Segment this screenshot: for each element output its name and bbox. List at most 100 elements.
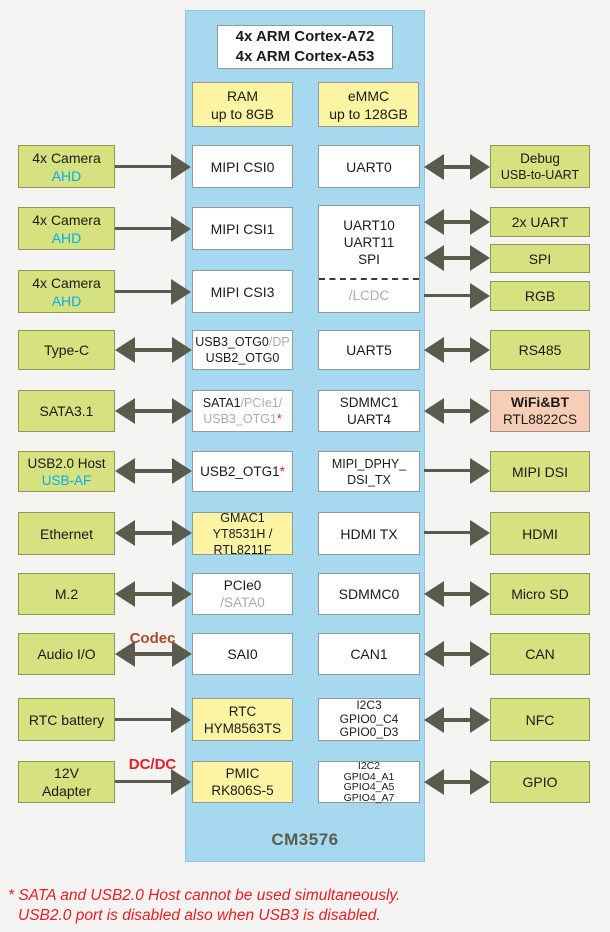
arrow-head-right bbox=[171, 216, 191, 242]
i2c3-label: I2C3 bbox=[356, 698, 382, 713]
arrow-shaft bbox=[440, 718, 474, 722]
usb-to-uart-label: USB-to-UART bbox=[500, 168, 580, 182]
device-audio: Audio I/O bbox=[18, 633, 115, 675]
rtc-chip: HYM8563TS bbox=[203, 720, 282, 736]
arrow-m2-pcie0 bbox=[115, 581, 192, 607]
hdmi-label: HDMI bbox=[522, 525, 558, 542]
device-sata-label: SATA3.1 bbox=[39, 403, 94, 419]
arrow-shaft bbox=[440, 592, 474, 596]
port-i2c2: I2C2 GPIO4_A1 GPIO4_A5 GPIO4_A7 bbox=[318, 761, 420, 803]
lcdc-label: /LCDC bbox=[348, 288, 390, 303]
device-2x-uart: 2x UART bbox=[490, 207, 590, 237]
device-mipi-dsi: MIPI DSI bbox=[490, 451, 590, 492]
wifi-bt-chip: RTL8822CS bbox=[502, 412, 578, 427]
arrow-head-right bbox=[470, 707, 490, 733]
arrow-usb2host-usb2-otg1 bbox=[115, 458, 192, 484]
2x-uart-label: 2x UART bbox=[511, 214, 569, 230]
debug-label: Debug bbox=[520, 151, 560, 166]
port-mipi-csi0-label: MIPI CSI0 bbox=[210, 158, 275, 175]
arrow-head-left bbox=[424, 245, 444, 271]
arrow-head-left bbox=[424, 641, 444, 667]
arrow-head-left bbox=[115, 337, 135, 363]
arrow-head-right bbox=[470, 283, 490, 309]
arrow-head-right bbox=[172, 520, 192, 546]
arrow-head-right bbox=[470, 398, 490, 424]
arrow-uart10-2x-uart bbox=[424, 209, 490, 235]
device-usb2-host-label: USB2.0 Host bbox=[27, 455, 106, 471]
arrow-shaft bbox=[131, 592, 176, 596]
uart5-label: UART5 bbox=[346, 342, 392, 358]
rtc-label: RTC bbox=[228, 703, 257, 719]
device-can: CAN bbox=[490, 633, 590, 675]
device-camera-2-sub: AHD bbox=[51, 229, 82, 246]
sata0-alt-label: /SATA0 bbox=[220, 595, 265, 610]
sata1-main: SATA1 bbox=[202, 396, 241, 410]
arrow-can1-can bbox=[424, 641, 490, 667]
gmac1-phy1: YT8531H / bbox=[212, 526, 273, 541]
pmic-chip: RK806S-5 bbox=[211, 783, 274, 798]
arrow-head-right bbox=[470, 520, 490, 546]
arrow-head-left bbox=[424, 707, 444, 733]
port-sata1-line1: SATA1/PCIe1/ bbox=[203, 395, 282, 411]
sdmmc1-label: SDMMC1 bbox=[339, 395, 399, 410]
arrow-shaft bbox=[131, 348, 176, 352]
ram-box: RAM up to 8GB bbox=[192, 82, 293, 127]
can1-label: CAN1 bbox=[350, 646, 388, 662]
device-debug-uart: Debug USB-to-UART bbox=[490, 145, 590, 188]
arrow-head-right bbox=[172, 398, 192, 424]
arrow-head-right bbox=[470, 769, 490, 795]
arrow-head-left bbox=[424, 337, 444, 363]
port-mipi-csi0: MIPI CSI0 bbox=[192, 145, 293, 188]
port-rtc: RTC HYM8563TS bbox=[192, 698, 293, 741]
rs485-label: RS485 bbox=[518, 342, 562, 358]
arrow-head-left bbox=[424, 581, 444, 607]
arrow-head-left bbox=[115, 641, 135, 667]
arrow-shaft bbox=[440, 256, 474, 260]
device-nfc: NFC bbox=[490, 698, 590, 741]
arrow-head-right bbox=[470, 245, 490, 271]
pcie0-label: PCIe0 bbox=[223, 578, 262, 593]
device-sata: SATA3.1 bbox=[18, 390, 115, 432]
usb3-otg1-asterisk: * bbox=[276, 412, 282, 426]
footnote-line1: * SATA and USB2.0 Host cannot be used si… bbox=[8, 887, 401, 904]
gpio-label: GPIO bbox=[522, 774, 558, 790]
arrow-i2c2-gpio bbox=[424, 769, 490, 795]
port-mipi-csi3: MIPI CSI3 bbox=[192, 270, 293, 313]
arrow-head-right bbox=[172, 641, 192, 667]
port-sdmmc0: SDMMC0 bbox=[318, 573, 420, 615]
arrow-shaft bbox=[115, 227, 175, 230]
arrow-shaft bbox=[131, 652, 176, 656]
sai0-label: SAI0 bbox=[227, 646, 258, 662]
gmac1-label: GMAC1 bbox=[220, 510, 265, 525]
sata1-alt: /PCIe1/ bbox=[240, 396, 283, 410]
arrow-head-right bbox=[171, 154, 191, 180]
arrow-sdmmc0-microsd bbox=[424, 581, 490, 607]
micro-sd-label: Micro SD bbox=[511, 586, 569, 602]
device-camera-3: 4x Camera AHD bbox=[18, 270, 115, 313]
mipi-dphy-line2: DSI_TX bbox=[347, 472, 391, 487]
port-mipi-dphy: MIPI_DPHY_ DSI_TX bbox=[318, 451, 420, 492]
device-adapter-label: Adapter bbox=[41, 783, 92, 799]
usb2-otg1-asterisk: * bbox=[279, 464, 285, 479]
arrow-lcdc-to-rgb bbox=[424, 283, 490, 309]
port-mipi-csi1-label: MIPI CSI1 bbox=[210, 220, 275, 237]
usb3-otg0-main: USB3_OTG0 bbox=[195, 335, 269, 349]
arrow-uart5-rs485 bbox=[424, 337, 490, 363]
gpio4-a7-label: GPIO4_A7 bbox=[343, 791, 395, 804]
cpu-box: 4x ARM Cortex-A72 4x ARM Cortex-A53 bbox=[217, 25, 393, 69]
arrow-camera1-to-mipi-csi0 bbox=[115, 154, 191, 180]
ram-capacity: up to 8GB bbox=[210, 105, 275, 122]
port-sdmmc1: SDMMC1 UART4 bbox=[318, 390, 420, 432]
can-label: CAN bbox=[525, 646, 555, 662]
arrow-shaft bbox=[424, 469, 474, 472]
port-mipi-csi3-label: MIPI CSI3 bbox=[210, 283, 275, 300]
arrow-head-right bbox=[171, 707, 191, 733]
uart0-label: UART0 bbox=[346, 158, 392, 175]
arrow-hdmitx-to-hdmi bbox=[424, 520, 490, 546]
arrow-camera3-to-mipi-csi3 bbox=[115, 279, 191, 305]
device-m2: M.2 bbox=[18, 573, 115, 615]
arrow-sdmmc1-wifi bbox=[424, 398, 490, 424]
device-audio-label: Audio I/O bbox=[37, 646, 96, 662]
port-mipi-csi1: MIPI CSI1 bbox=[192, 207, 293, 250]
